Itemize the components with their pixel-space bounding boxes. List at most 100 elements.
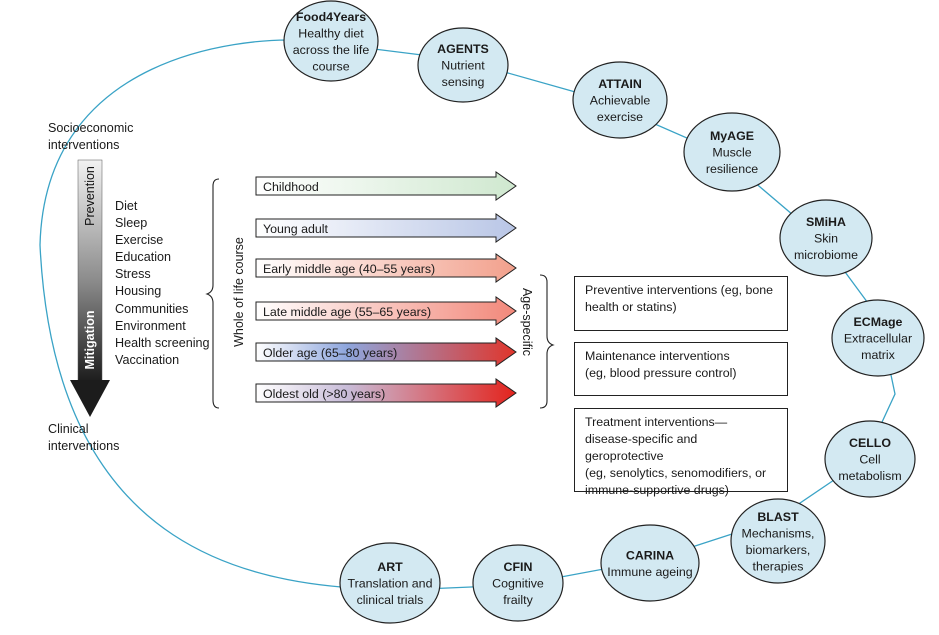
intervention-line: (eg, senolytics, senomodifiers, or bbox=[585, 466, 767, 480]
ring-node-text: Extracellular bbox=[844, 332, 912, 346]
socioeconomic-line-1: Socioeconomic bbox=[48, 121, 134, 135]
factor-item: Health screening bbox=[115, 335, 210, 350]
life-stage-arrow bbox=[255, 378, 517, 408]
stage-label-late-middle: Late middle age (55–65 years) bbox=[263, 305, 432, 319]
ring-node-text: Healthy diet bbox=[298, 26, 364, 40]
intervention-line: Maintenance interventions bbox=[585, 349, 730, 363]
life-stage-arrow bbox=[255, 253, 517, 283]
ring-node-myage: MyAGE Muscle resilience bbox=[683, 112, 781, 192]
intervention-line: immune-supportive drugs) bbox=[585, 483, 729, 497]
ring-node-text: resilience bbox=[706, 162, 758, 176]
life-stage-arrow bbox=[255, 296, 517, 326]
intervention-line: health or statins) bbox=[585, 300, 677, 314]
ring-node-circle bbox=[472, 544, 564, 622]
factor-item: Environment bbox=[115, 318, 186, 333]
ring-node-cfin: CFIN Cognitive frailty bbox=[472, 544, 564, 622]
factor-item: Communities bbox=[115, 301, 189, 316]
ring-node-title: ECMage bbox=[854, 315, 903, 329]
factor-item: Exercise bbox=[115, 233, 164, 248]
ring-node-circle bbox=[779, 199, 873, 277]
factor-item: Diet bbox=[115, 199, 138, 213]
age-specific-brace bbox=[539, 274, 555, 409]
stage-label-early-middle: Early middle age (40–55 years) bbox=[263, 262, 436, 276]
ring-node-title: Food4Years bbox=[296, 10, 366, 24]
ring-node-title: BLAST bbox=[757, 510, 799, 524]
ring-node-title: CELLO bbox=[849, 436, 891, 450]
ring-node-text: course bbox=[312, 59, 349, 73]
ring-node-text: microbiome bbox=[794, 248, 858, 262]
ring-node-text: biomarkers, bbox=[746, 543, 811, 557]
clinical-line-2: interventions bbox=[48, 439, 120, 453]
ring-node-smiha: SMiHA Skin microbiome bbox=[779, 199, 873, 277]
socioeconomic-line-2: interventions bbox=[48, 138, 120, 152]
intervention-line: disease-specific and geroprotective bbox=[585, 432, 698, 463]
intervention-box-preventive: Preventive interventions (eg, bone healt… bbox=[574, 276, 788, 331]
ring-node-text: metabolism bbox=[838, 469, 901, 483]
ring-node-agents: AGENTS Nutrient sensing bbox=[417, 27, 509, 103]
age-specific-label: Age-specific bbox=[520, 287, 534, 357]
ring-node-title: CARINA bbox=[626, 548, 674, 562]
factor-item: Housing bbox=[115, 284, 162, 299]
prevention-label: Prevention bbox=[83, 166, 97, 226]
ring-node-title: AGENTS bbox=[437, 42, 489, 56]
ring-node-text: matrix bbox=[861, 348, 896, 362]
intervention-box-maintenance: Maintenance interventions (eg, blood pre… bbox=[574, 342, 788, 396]
ring-node-title: MyAGE bbox=[710, 129, 754, 143]
ring-node-circle bbox=[730, 498, 826, 584]
ring-node-title: ATTAIN bbox=[598, 77, 642, 91]
life-stage-arrow bbox=[255, 337, 517, 367]
ring-node-text: Cell bbox=[859, 453, 880, 467]
factor-item: Education bbox=[115, 250, 172, 265]
factor-item: Sleep bbox=[115, 216, 148, 231]
life-stage-arrow bbox=[255, 171, 517, 201]
ring-node-text: exercise bbox=[597, 110, 643, 124]
mitigation-label: Mitigation bbox=[83, 310, 97, 370]
ring-node-text: sensing bbox=[442, 75, 485, 89]
whole-life-brace bbox=[205, 178, 220, 409]
ring-node-circle bbox=[824, 420, 916, 498]
ring-node-text: clinical trials bbox=[357, 593, 424, 607]
intervention-line: Preventive interventions (eg, bone bbox=[585, 283, 774, 297]
ring-node-text: Translation and bbox=[348, 577, 433, 591]
prevention-mitigation-arrow bbox=[70, 159, 110, 417]
stage-label-young-adult: Young adult bbox=[263, 222, 329, 236]
ring-node-circle bbox=[683, 112, 781, 192]
intervention-line: Treatment interventions— bbox=[585, 415, 728, 429]
ring-node-circle bbox=[831, 299, 925, 377]
intervention-box-treatment: Treatment interventions— disease-specifi… bbox=[574, 408, 788, 497]
ring-node-art: ART Translation and clinical trials bbox=[339, 542, 441, 624]
ring-node-title: SMiHA bbox=[806, 215, 846, 229]
clinical-label: Clinical interventions bbox=[48, 421, 148, 455]
ring-node-text: Muscle bbox=[712, 146, 751, 160]
ring-node-circle bbox=[339, 542, 441, 624]
life-stage-arrows bbox=[255, 171, 517, 408]
factor-item: Vaccination bbox=[115, 352, 180, 367]
ring-node-text: Cognitive bbox=[492, 577, 544, 591]
ring-node-text: Nutrient bbox=[441, 59, 485, 73]
ring-connector bbox=[39, 39, 896, 591]
ring-node-title: ART bbox=[377, 560, 403, 574]
whole-life-label: Whole of life course bbox=[232, 237, 246, 347]
ring-node-title: CFIN bbox=[504, 560, 533, 574]
ring-node-text: frailty bbox=[503, 593, 533, 607]
ring-node-circle bbox=[600, 524, 700, 602]
ring-node-cello: CELLO Cell metabolism bbox=[824, 420, 916, 498]
clinical-line-1: Clinical bbox=[48, 422, 89, 436]
stage-label-oldest-old: Oldest old (>80 years) bbox=[263, 387, 386, 401]
ring-node-circle bbox=[283, 0, 379, 82]
stage-label-childhood: Childhood bbox=[263, 180, 319, 194]
socioeconomic-label: Socioeconomic interventions bbox=[48, 120, 148, 154]
life-stage-arrow bbox=[255, 213, 517, 243]
factor-item: Stress bbox=[115, 267, 151, 282]
ring-node-text: Skin bbox=[814, 232, 838, 246]
ring-node-circle bbox=[417, 27, 509, 103]
ring-node-text: across the life bbox=[293, 43, 370, 57]
stage-label-older-age: Older age (65–80 years) bbox=[263, 346, 398, 360]
